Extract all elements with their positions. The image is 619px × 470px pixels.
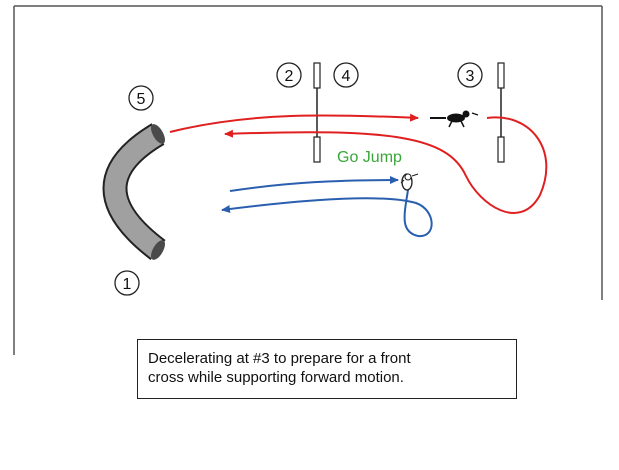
dog-icon <box>430 110 479 128</box>
caption-box: Decelerating at #3 to prepare for a fron… <box>137 339 517 399</box>
jump-3 <box>497 62 505 163</box>
svg-text:1: 1 <box>123 276 132 293</box>
svg-text:5: 5 <box>137 91 146 108</box>
red-path-loop-and-return <box>224 116 548 214</box>
svg-text:3: 3 <box>466 68 475 85</box>
jump-2-4 <box>313 62 321 163</box>
tunnel-obstacle <box>102 123 166 260</box>
obstacle-number-5: 5 <box>128 85 154 111</box>
obstacle-number-3: 3 <box>457 62 483 88</box>
svg-text:2: 2 <box>285 68 294 85</box>
obstacle-number-1: 1 <box>114 270 140 296</box>
obstacle-number-4: 4 <box>333 62 359 88</box>
obstacle-number-2: 2 <box>276 62 302 88</box>
blue-path-outbound <box>229 176 399 192</box>
handler-icon <box>400 173 419 191</box>
red-path-outbound <box>169 113 419 133</box>
caption-line-2: cross while supporting forward motion. <box>148 369 404 386</box>
svg-text:4: 4 <box>342 68 351 85</box>
caption-line-1: Decelerating at #3 to prepare for a fron… <box>148 350 411 367</box>
blue-path-loop-and-return <box>221 189 433 238</box>
go-jump-label: Go Jump <box>337 149 402 166</box>
